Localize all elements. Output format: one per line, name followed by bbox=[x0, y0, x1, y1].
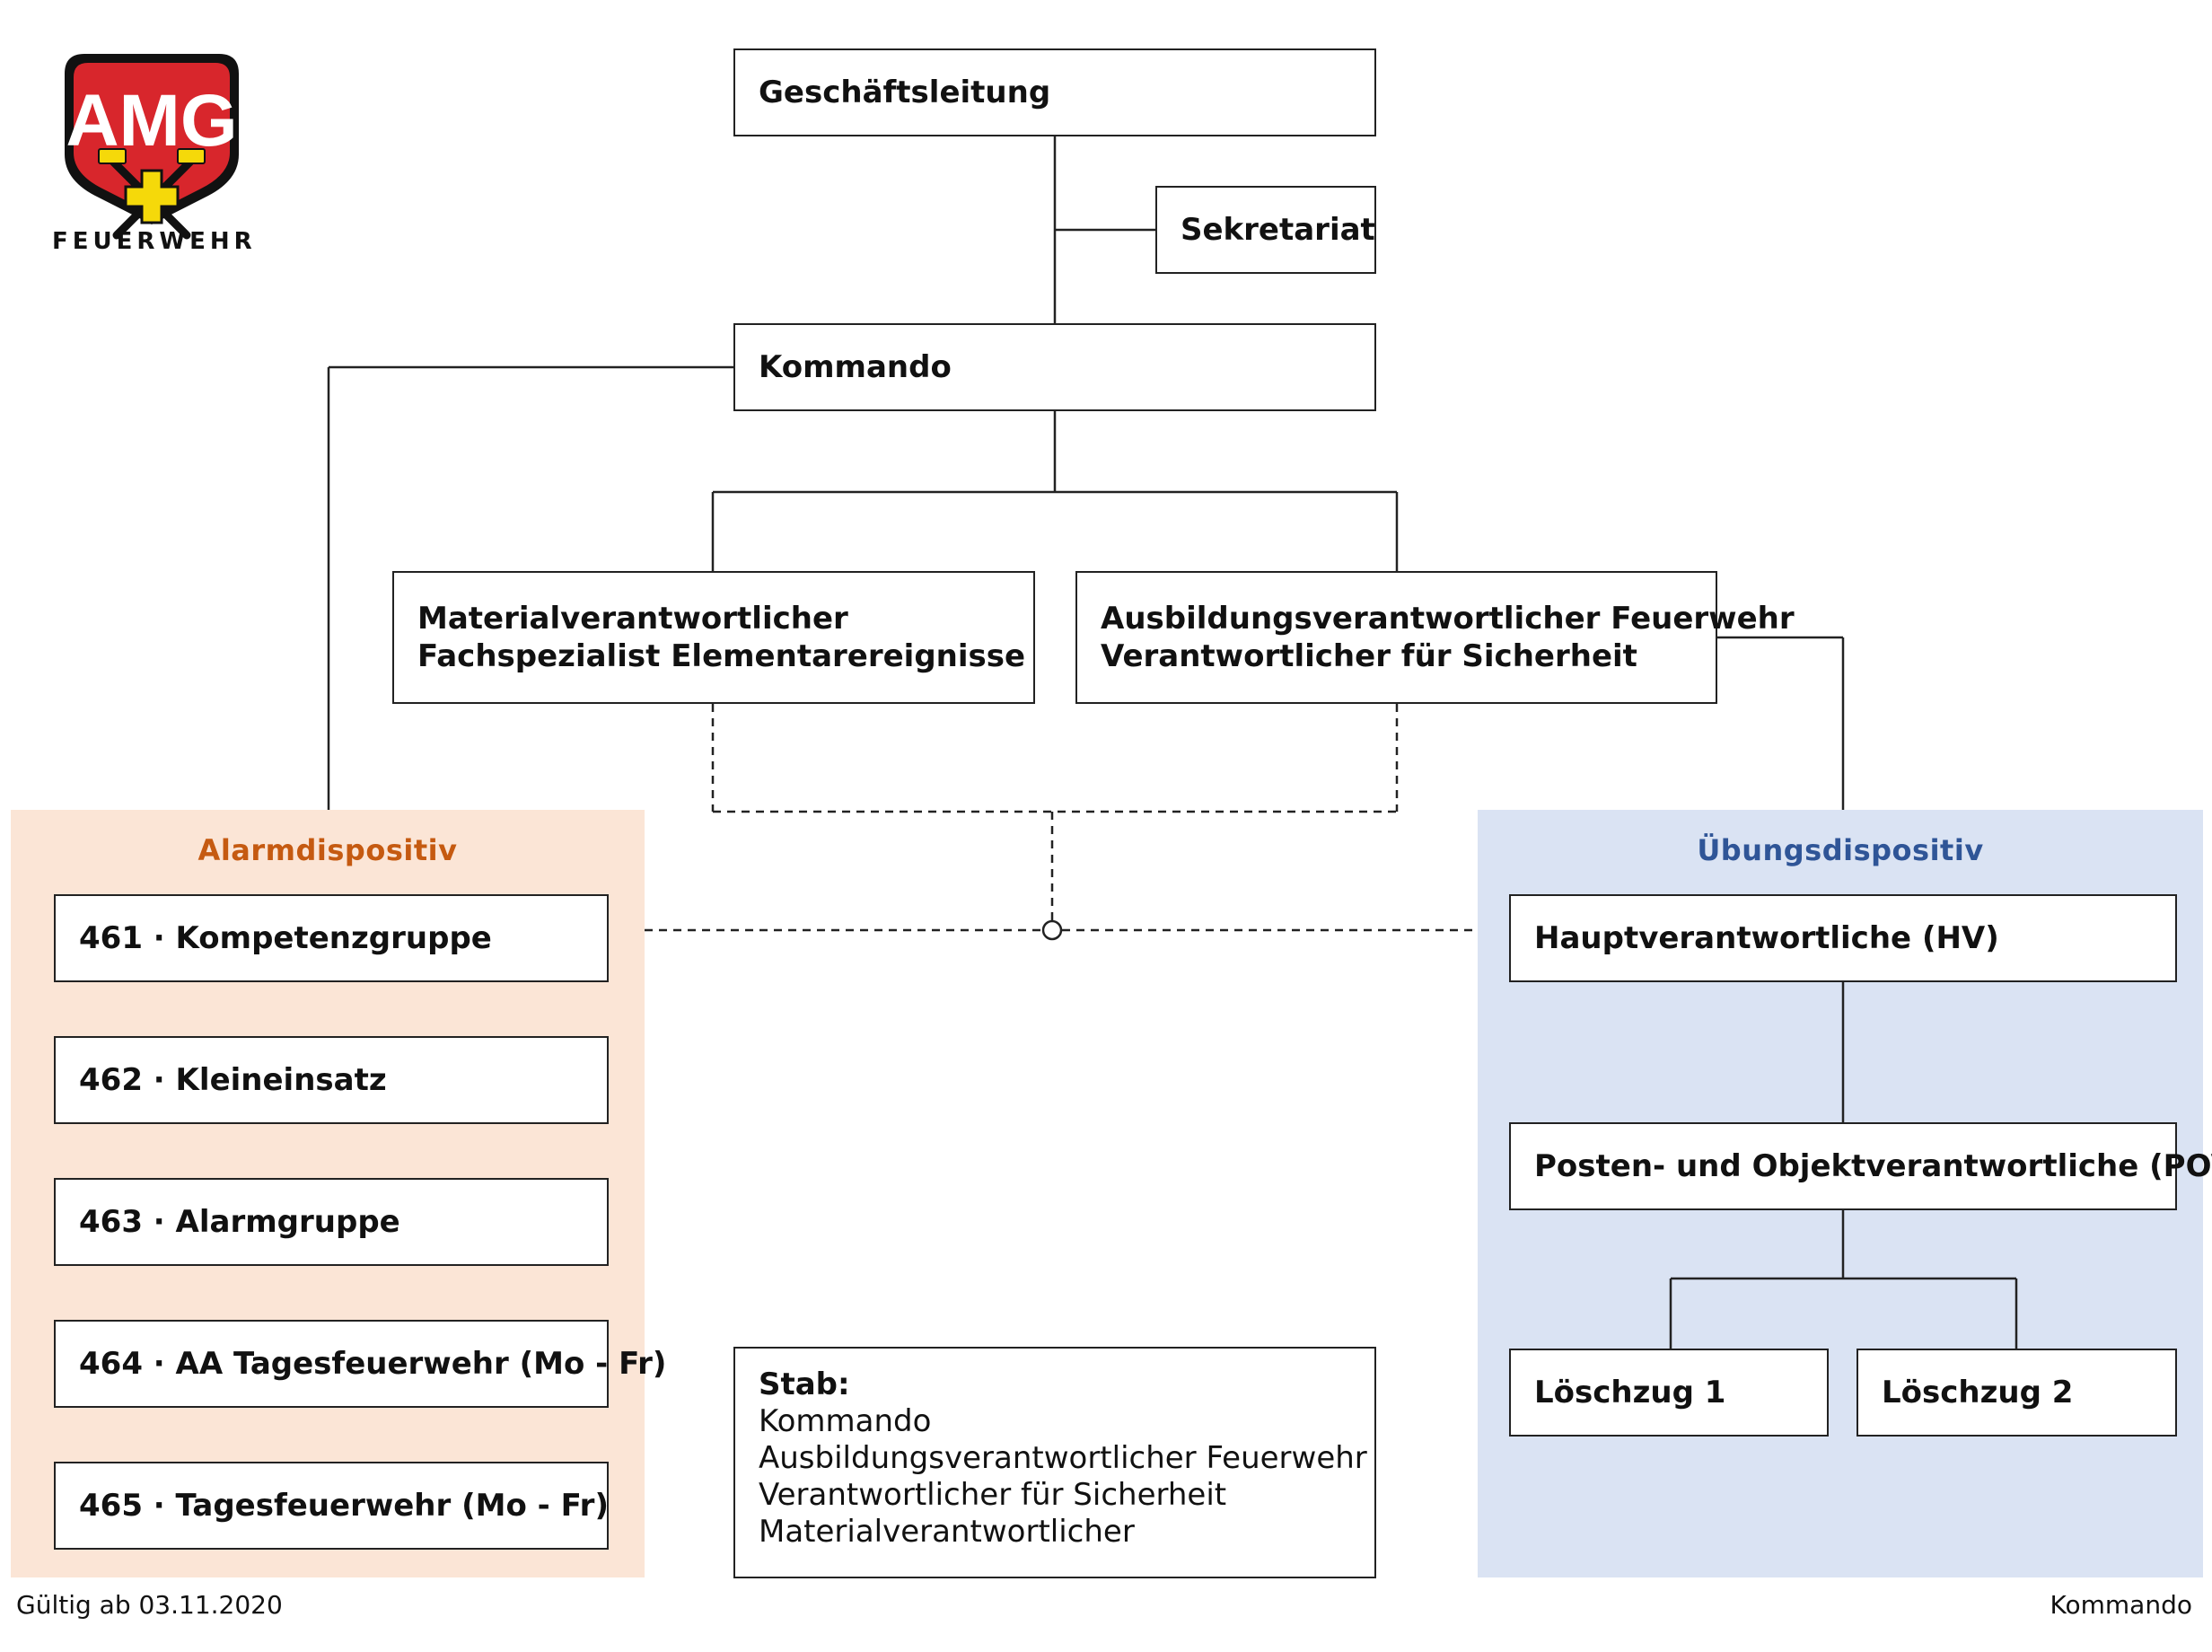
ausbildung-line-1: Ausbildungsverantwortlicher Feuerwehr bbox=[1101, 601, 1795, 637]
pov-label: Posten- und Objektverantwortliche (POV) bbox=[1534, 1148, 2212, 1184]
logo-acronym: AMG bbox=[66, 80, 237, 162]
amg-feuerwehr-logo: AMG bbox=[65, 54, 239, 240]
alarm-item-label: 462 · Kleineinsatz bbox=[79, 1062, 387, 1098]
loeschzug-2-label: Löschzug 2 bbox=[1882, 1375, 2074, 1410]
sekretariat-box: Sekretariat bbox=[1155, 186, 1376, 274]
loeschzug-2-box: Löschzug 2 bbox=[1856, 1349, 2177, 1437]
alarmdispositiv-title: Alarmdispositiv bbox=[198, 833, 458, 867]
alarm-item-label: 461 · Kompetenzgruppe bbox=[79, 920, 492, 956]
ausbildungsverantwortlicher-box: Ausbildungsverantwortlicher Feuerwehr Ve… bbox=[1075, 571, 1795, 704]
kommando-label: Kommando bbox=[759, 349, 952, 385]
alarm-item-label: 465 · Tagesfeuerwehr (Mo - Fr) bbox=[79, 1488, 609, 1524]
uebungsdispositiv-title: Übungsdispositiv bbox=[1697, 833, 1984, 867]
stab-line: Verantwortlicher für Sicherheit bbox=[759, 1477, 1227, 1513]
loeschzug-1-box: Löschzug 1 bbox=[1509, 1349, 1829, 1437]
alarm-item-464: 464 · AA Tagesfeuerwehr (Mo - Fr) bbox=[54, 1320, 667, 1408]
stab-box: Stab: Kommando Ausbildungsverantwortlich… bbox=[733, 1347, 1376, 1578]
logo-subtitle: FEUERWEHR bbox=[52, 228, 257, 255]
hauptverantwortliche-box: Hauptverantwortliche (HV) bbox=[1509, 894, 2177, 982]
alarm-item-463: 463 · Alarmgruppe bbox=[54, 1178, 609, 1266]
footer-issuer: Kommando bbox=[2050, 1590, 2192, 1620]
stab-line: Ausbildungsverantwortlicher Feuerwehr bbox=[759, 1440, 1367, 1476]
material-line-2: Fachspezialist Elementarereignisse bbox=[417, 638, 1026, 674]
stab-title: Stab: bbox=[759, 1366, 850, 1402]
stab-line: Materialverantwortlicher bbox=[759, 1514, 1135, 1550]
alarm-item-461: 461 · Kompetenzgruppe bbox=[54, 894, 609, 982]
kommando-box: Kommando bbox=[733, 323, 1376, 411]
loeschzug-1-label: Löschzug 1 bbox=[1534, 1375, 1726, 1410]
geschaeftsleitung-box: Geschäftsleitung bbox=[733, 48, 1376, 136]
alarm-item-label: 464 · AA Tagesfeuerwehr (Mo - Fr) bbox=[79, 1346, 667, 1382]
material-line-1: Materialverantwortlicher bbox=[417, 601, 848, 637]
hv-label: Hauptverantwortliche (HV) bbox=[1534, 920, 1999, 956]
posten-objektverantwortliche-box: Posten- und Objektverantwortliche (POV) bbox=[1509, 1122, 2212, 1210]
alarm-item-462: 462 · Kleineinsatz bbox=[54, 1036, 609, 1124]
alarm-item-label: 463 · Alarmgruppe bbox=[79, 1204, 400, 1240]
geschaeftsleitung-label: Geschäftsleitung bbox=[759, 75, 1051, 110]
footer-valid-from: Gültig ab 03.11.2020 bbox=[16, 1590, 283, 1620]
materialverantwortlicher-box: Materialverantwortlicher Fachspezialist … bbox=[392, 571, 1035, 704]
sekretariat-label: Sekretariat bbox=[1181, 212, 1375, 248]
stab-line: Kommando bbox=[759, 1403, 932, 1439]
alarm-item-465: 465 · Tagesfeuerwehr (Mo - Fr) bbox=[54, 1462, 609, 1550]
ausbildung-line-2: Verantwortlicher für Sicherheit bbox=[1101, 638, 1637, 674]
